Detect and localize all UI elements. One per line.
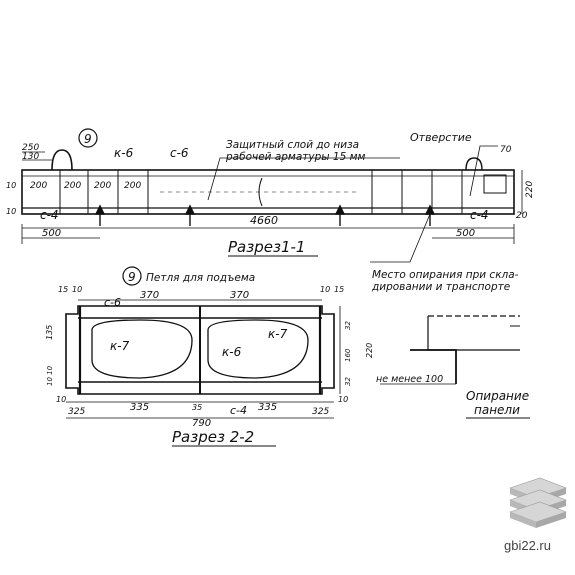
watermark-site: gbi22.ru	[504, 538, 551, 553]
dim-370-left: 370	[140, 290, 159, 301]
dim-160: 160	[344, 348, 352, 362]
stacked-slabs-icon	[509, 477, 567, 528]
dim-15-right: 15	[334, 285, 344, 294]
dim-35: 35	[192, 403, 202, 412]
opening-label: Отверстие	[410, 131, 472, 144]
opening	[483, 174, 507, 194]
mesh-c4-left-label: с-4	[40, 208, 59, 222]
mesh-k6-label-2: к-6	[222, 345, 242, 359]
dim-325-right: 325	[312, 407, 329, 417]
panel-support-title-1: Опирание	[466, 389, 529, 403]
dim-135: 135	[45, 325, 54, 340]
dim-15-left: 15	[58, 285, 68, 294]
dim-335-right: 335	[258, 402, 277, 413]
panel-body	[427, 316, 520, 351]
dim-4660: 4660	[250, 214, 278, 227]
dim-200-2: 200	[64, 181, 81, 191]
dim-20: 20	[516, 211, 528, 221]
support-note-leader	[370, 213, 431, 263]
void-right	[207, 319, 309, 379]
support-note-line2: дировании и транспорте	[371, 281, 510, 293]
opening-size: 70	[500, 145, 512, 155]
panel-support-title-2: панели	[474, 403, 520, 417]
dim-10-right-top: 10	[320, 285, 330, 294]
dim-335-left: 335	[130, 402, 149, 413]
mesh-c6-label: с-6	[170, 146, 189, 160]
panel-support-detail: не менее 100 Опирание панели	[376, 315, 530, 419]
mesh-c6-label-2: с-6	[104, 296, 121, 309]
dim-10-left-top: 10	[72, 285, 82, 294]
dim-200-3: 200	[94, 181, 111, 191]
protective-layer-leader	[207, 157, 400, 201]
mesh-k7-right-label: к-7	[268, 327, 288, 341]
lift-loop-label: Петля для подъема	[146, 272, 255, 284]
dim-500-left: 500	[42, 228, 61, 239]
dim-10-bottom-right: 10	[338, 395, 348, 404]
dim-790: 790	[192, 418, 211, 429]
circle-mark-1	[78, 128, 98, 148]
circle-mark-2-label: 9	[128, 270, 136, 284]
support-note: Место опирания при скла- дировании и тра…	[371, 269, 519, 293]
protective-layer-line2: рабочей арматуры 15 мм	[225, 151, 366, 163]
support-note-line1: Место опирания при скла-	[372, 269, 519, 281]
lift-loop-right	[465, 157, 483, 171]
protective-layer-line1: Защитный слой до низа	[226, 139, 359, 151]
dim-32: 32	[344, 321, 352, 330]
mesh-ties	[59, 170, 463, 214]
slab-outline	[21, 169, 515, 215]
section-1-1: 9 к-6 с-6 с-4 с-4 Защитный слой до низа …	[6, 128, 535, 263]
break-mark	[258, 177, 263, 207]
dim-220-2: 220	[365, 343, 374, 358]
dim-200-4: 200	[124, 181, 141, 191]
cross-section-outline	[65, 305, 335, 395]
dim-200-1: 200	[30, 181, 47, 191]
min-support-label: не менее 100	[376, 374, 443, 385]
dim-10-bottom-left: 10	[56, 395, 66, 404]
void-left	[91, 319, 193, 379]
dimension-lines-1	[21, 151, 523, 244]
support-ledge	[410, 349, 457, 384]
opening-leader	[469, 145, 498, 197]
mesh-k7-left-label: к-7	[110, 339, 130, 353]
dim-500-right: 500	[456, 228, 475, 239]
dim-325-left: 325	[68, 407, 85, 417]
section-2-title: Разрез 2-2	[172, 428, 254, 446]
watermark: gbi22.ru	[504, 477, 567, 553]
dim-370-right: 370	[230, 290, 249, 301]
dim-130: 130	[22, 152, 39, 162]
section-2-2: 9 Петля для подъема 15 10 370 370 10 15 …	[45, 266, 374, 447]
mesh-c4-label-2: с-4	[230, 404, 247, 417]
circle-mark-2	[122, 266, 142, 286]
dim-10-left-b: 10	[6, 207, 16, 216]
dim-10-10: 10 10	[46, 365, 54, 386]
mesh-k6-label: к-6	[114, 146, 134, 160]
lift-loop-left	[51, 149, 73, 171]
mesh-c4-right-label: с-4	[470, 208, 489, 222]
dim-250: 250	[22, 143, 39, 153]
circle-mark-1-label: 9	[84, 132, 92, 146]
dim-10-left: 10	[6, 181, 16, 190]
section-1-title: Разрез1-1	[228, 238, 305, 256]
dim-220: 220	[525, 181, 535, 198]
dim-32b: 32	[344, 377, 352, 386]
